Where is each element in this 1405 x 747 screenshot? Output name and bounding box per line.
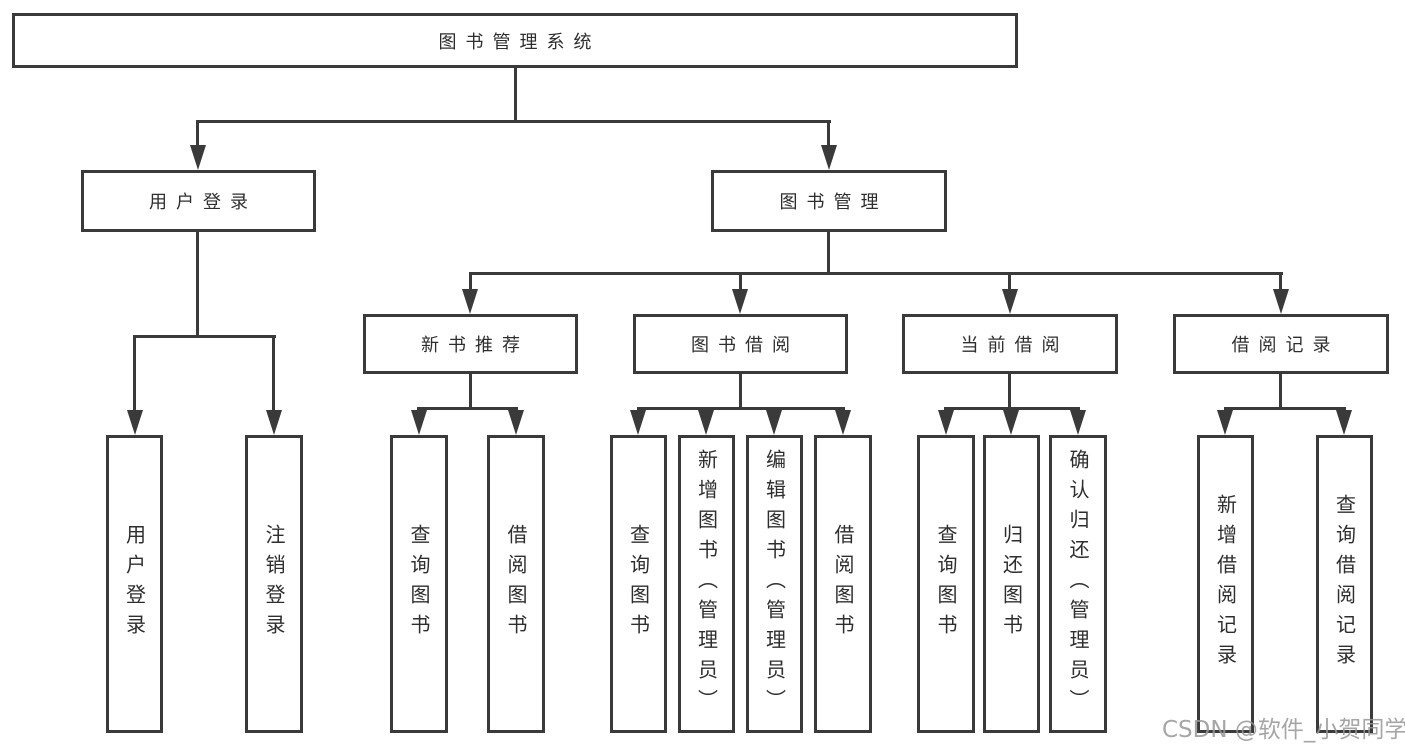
arrow-down-icon <box>1273 289 1289 314</box>
connector-line <box>827 232 830 272</box>
arrow-down-icon <box>835 410 851 435</box>
node-leaf-query-book-recommend: 查询图书 <box>390 435 448 733</box>
arrow-down-icon <box>462 289 478 314</box>
arrow-down-icon <box>1003 410 1019 435</box>
arrow-down-icon <box>630 410 646 435</box>
node-leaf-logout: 注销登录 <box>245 435 303 733</box>
node-user-login: 用户登录 <box>81 170 316 232</box>
connector-line <box>196 232 199 335</box>
node-current-borrowing: 当前借阅 <box>902 314 1118 374</box>
arrow-down-icon <box>190 145 206 170</box>
arrow-down-icon <box>732 289 748 314</box>
watermark: CSDN @软件_小贺同学 <box>1162 717 1405 743</box>
connector-line <box>196 120 831 123</box>
node-leaf-user-login: 用户登录 <box>106 435 163 733</box>
node-leaf-borrow-book-recommend: 借阅图书 <box>487 435 545 733</box>
connector-line <box>133 335 136 413</box>
connector-line <box>469 272 472 292</box>
arrow-down-icon <box>1002 289 1018 314</box>
connector-line <box>272 335 275 413</box>
node-leaf-return-book: 归还图书 <box>983 435 1040 733</box>
connector-line <box>827 120 830 148</box>
arrow-down-icon <box>1336 410 1352 435</box>
arrow-down-icon <box>821 145 837 170</box>
node-root: 图书管理系统 <box>12 13 1018 68</box>
node-book-management: 图书管理 <box>711 170 947 232</box>
connector-line <box>1008 374 1011 407</box>
connector-line <box>1279 374 1282 407</box>
connector-line <box>133 335 276 338</box>
node-leaf-query-book-borrow: 查询图书 <box>610 435 667 733</box>
node-leaf-confirm-return-admin: 确认归还（管理员） <box>1049 435 1107 733</box>
connector-line <box>469 374 472 407</box>
node-leaf-edit-book-admin: 编辑图书（管理员） <box>746 435 803 733</box>
arrow-down-icon <box>411 410 427 435</box>
connector-line <box>1279 272 1282 292</box>
connector-line <box>739 272 742 292</box>
node-leaf-query-borrow-record: 查询借阅记录 <box>1316 435 1373 733</box>
node-book-borrowing: 图书借阅 <box>633 314 848 374</box>
connector-line <box>514 68 517 120</box>
connector-line <box>637 407 845 410</box>
arrow-down-icon <box>938 410 954 435</box>
arrow-down-icon <box>508 410 524 435</box>
connector-line <box>739 374 742 407</box>
node-borrowing-records: 借阅记录 <box>1173 314 1389 374</box>
connector-line <box>1008 272 1011 292</box>
connector-line <box>469 272 1283 275</box>
arrow-down-icon <box>1217 410 1233 435</box>
node-leaf-add-borrow-record: 新增借阅记录 <box>1197 435 1254 733</box>
arrow-down-icon <box>127 410 143 435</box>
node-leaf-add-book-admin: 新增图书（管理员） <box>678 435 735 733</box>
connector-line <box>417 407 518 410</box>
arrow-down-icon <box>1070 410 1086 435</box>
node-leaf-query-book-current: 查询图书 <box>917 435 975 733</box>
arrow-down-icon <box>266 410 282 435</box>
node-leaf-borrow-book-borrow: 借阅图书 <box>814 435 872 733</box>
arrow-down-icon <box>698 410 714 435</box>
connector-line <box>196 120 199 148</box>
arrow-down-icon <box>766 410 782 435</box>
node-new-book-recommendation: 新书推荐 <box>363 314 578 374</box>
connector-line <box>1224 407 1346 410</box>
